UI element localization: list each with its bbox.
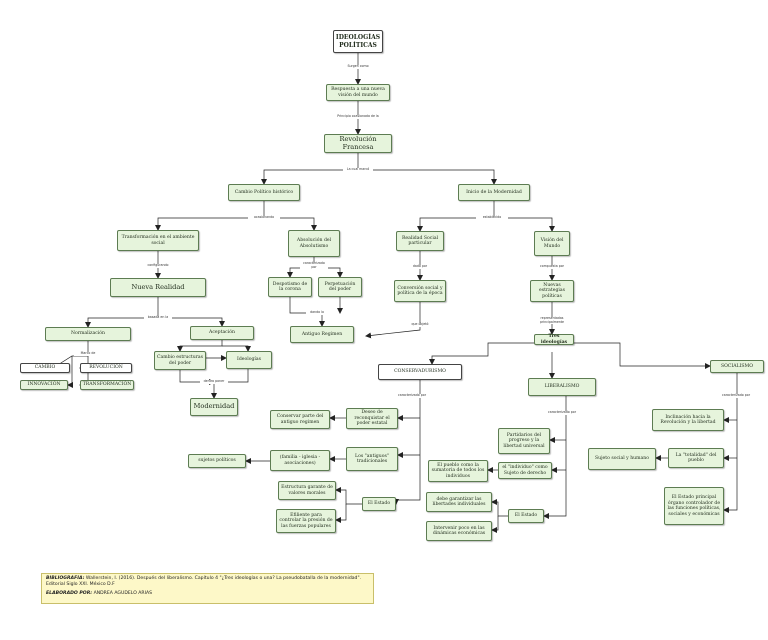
edge-estado-debe [491,499,508,517]
node-nuevas-estrategias: Nuevas estrategias políticas [530,280,574,302]
node-antiguo-regimen: Antiguo Regimen [290,326,354,343]
label-que-objeto: que objetó [408,322,432,327]
edge-nueva-normalizacion [85,297,159,328]
node-normalizacion: Normalización [45,327,131,341]
node-cambio: CAMBIO [20,363,70,373]
label-caracterizado-por-cons: caracterizado por [394,393,430,398]
author-label: ELABORADO POR: [46,591,93,597]
node-perpetuacion: Perpetuación del poder [318,277,362,297]
node-absolucion: Absolución del Absolutismo [288,230,340,257]
node-liberalismo: LIBERALISMO [528,378,596,396]
label-caracterizado-por-soc: caracterizado por [718,393,754,398]
edge-estado-estructura [335,487,362,505]
node-familia-iglesia: (familia - iglesia - asociaciones) [270,450,330,471]
edge-tres-socialismo [570,342,711,369]
node-efiliente: Efiliente para controlar la presión de l… [276,509,336,533]
edge-absolucion-perpetuacion [314,267,343,278]
node-los-antiguos: Los "antiguos" tradicionales [346,447,398,471]
label-representadas: representadas principalmente [536,316,568,325]
edge-conversion-antiguo [365,302,421,339]
edge-aceptacion-cambio-estructuras [177,340,223,352]
label-marco-de: Marco de [74,351,102,356]
node-modernidad: Modernidad [190,398,238,416]
edge-cambio-transformacion [155,201,265,231]
node-inclinacion: Inclinación hacia la Revolución y la lib… [652,409,724,431]
node-debe-garantizar: debe garantizar las libertades individua… [426,492,492,512]
bibliography-line: BIBLIOGRAFIA: Wallerstein, I. (2016). De… [46,576,369,588]
node-el-estado-lib: El Estado [508,509,544,523]
label-caracterizado-por-1: caracterizado por [300,261,328,270]
node-transformacion-caps: TRANSFORMACIÓN [80,380,134,390]
node-ideologias: Ideologías [226,351,272,369]
node-realidad-social: Realidad Social particular [396,231,444,251]
node-la-totalidad: La "totalidad" del pueblo [668,448,724,468]
node-tres-ideologias: Tres ideologías [534,334,574,345]
edge-nueva-aceptacion [158,317,225,327]
node-revolucion-francesa: Revolución Francesa [324,134,392,153]
node-conservar-parte: Conservar parte del antiguo regimen [270,410,330,429]
node-el-estado-cons: El Estado [362,497,396,511]
node-conversion: Conversión social y política de la época [394,280,446,302]
node-conservadurismo: CONSERVADURISMO [378,364,462,380]
node-aceptacion: Aceptación [190,326,254,340]
edge-revolucion-split-left [261,153,359,185]
edge-lib-down [543,396,567,519]
node-transformacion: Transformación en el ambiente social [117,230,199,251]
node-sujetos-politicos: sujetos políticos [188,454,246,468]
label-establecio: establecido [476,215,508,220]
edge-inicio-realidad [417,201,495,232]
label-basada-en: basada en la [144,315,172,320]
node-respuesta: Respuesta a una nueva visión del mundo [326,84,390,101]
bibliography-label: BIBLIOGRAFIA: [46,576,85,581]
edge-revolucion-split-right [358,169,497,185]
node-partidarios: Partidarios del progreso y la libertad u… [498,428,550,454]
edge-tres-conservadurismo [429,342,552,365]
node-vision-mundo: Visión del Mundo [534,231,570,256]
author-text: ANDREA AGUDELO ARIAS [93,591,153,597]
node-el-estado-soc: El Estado principal órgano controlador d… [664,487,724,525]
node-innovacion: INNOVACIÓN [20,380,68,390]
node-estructura-garante: Estructura garante de valores morales [278,481,336,500]
edge-aceptacion-ideologias [222,345,251,352]
node-sujeto-social: Sujeto social y humano [588,448,656,470]
node-cambio-estructuras: Cambio estructuras del poder [154,351,206,370]
label-dentro-poner: dentro poner [200,379,228,384]
edge-cons-down [393,380,421,505]
node-socialismo: SOCIALISMO [710,360,764,373]
node-despotismo: Despotismo de la corona [268,277,312,297]
node-ideologias-politicas: IDEOLOGÍAS POLÍTICAS [333,30,383,53]
edge-estado-efiliente [335,504,347,523]
label-compuesta-por: compuesta por [536,264,568,269]
node-el-individuo: el "individuo" como Sujeto de derecho [498,462,552,479]
bibliography-box: BIBLIOGRAFIA: Wallerstein, I. (2016). De… [41,573,374,604]
label-promovida-por: Principio ocasionada de la [333,114,383,119]
label-ocasionando: ocasionando [248,215,280,220]
edge-normalizacion-innovacion [67,356,73,388]
node-deseo-reconquistar: Deseo de reconquistar el poder estatal [346,408,398,429]
node-cambio-politico: Cambio Político histórico [228,184,300,201]
label-dando-lo: dando lo [306,310,328,315]
label-la-cual-marco: La cual marcó [343,167,373,172]
node-intervenir: Intervenir poco en las dinámicas económi… [426,521,492,541]
node-revolucion: REVOLUCIÓN [80,363,132,373]
author-line: ELABORADO POR: ANDREA AGUDELO ARIAS [46,591,369,597]
label-configurando: configurando [140,263,176,268]
edge-soc-down [723,373,738,513]
edge-normalizacion-cambio [52,341,89,369]
bibliography-text: Wallerstein, I. (2016). Después del libe… [46,576,362,588]
node-nueva-realidad: Nueva Realidad [110,278,206,297]
label-surgen-como: Surgen como [341,64,375,69]
edge-cambio-absolucion [264,217,317,231]
edge-inicio-vision [494,217,555,232]
edge-ideologias-modernidad [211,369,249,399]
label-dado-por: dado por [408,264,432,269]
node-el-pueblo: El pueblo como la sumatoria de todos los… [428,460,488,482]
node-inicio-modernidad: Inicio de la Modernidad [458,184,530,201]
edge-estado-intervenir [491,516,499,533]
label-caracterizado-por-lib: caracterizado por [544,410,580,415]
